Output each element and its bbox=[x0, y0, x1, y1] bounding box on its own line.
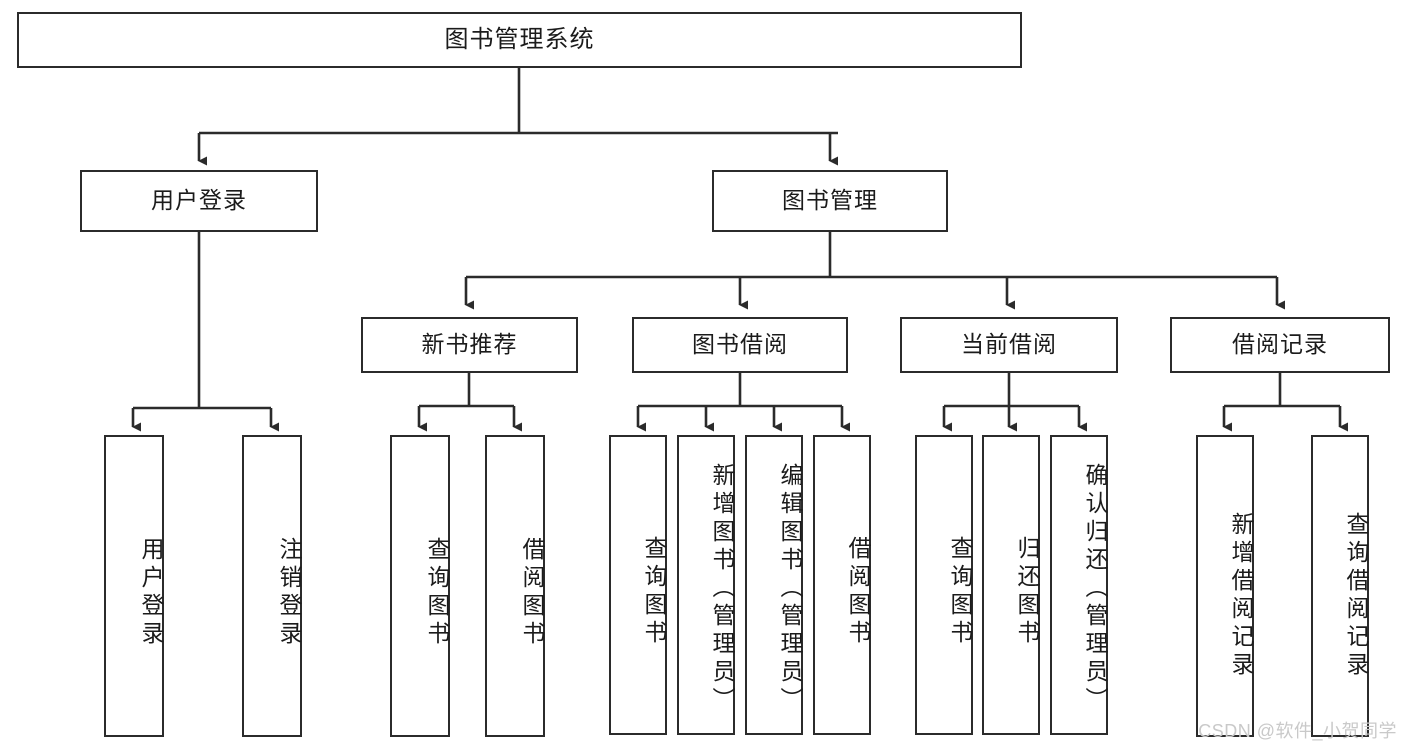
node-root[interactable]: 图书管理系统 bbox=[17, 12, 1022, 68]
leaf-confirm-return-label: 确认归还（管理员） bbox=[1082, 463, 1108, 715]
leaf-user-login-label: 用户登录 bbox=[138, 537, 164, 649]
node-new-book-recommend[interactable]: 新书推荐 bbox=[361, 317, 578, 373]
node-current-borrow-label: 当前借阅 bbox=[961, 331, 1057, 358]
leaf-edit-book[interactable]: 编辑图书（管理员） bbox=[745, 435, 803, 735]
leaf-query-book-2-label: 查询图书 bbox=[641, 536, 667, 648]
leaf-query-book-3-label: 查询图书 bbox=[947, 536, 973, 648]
node-new-book-recommend-label: 新书推荐 bbox=[421, 331, 518, 358]
leaf-logout-login-label: 注销登录 bbox=[276, 537, 302, 649]
leaf-query-record-label: 查询借阅记录 bbox=[1343, 512, 1369, 680]
leaf-confirm-return[interactable]: 确认归还（管理员） bbox=[1050, 435, 1108, 735]
node-borrow-record[interactable]: 借阅记录 bbox=[1170, 317, 1390, 373]
node-borrow-record-label: 借阅记录 bbox=[1232, 331, 1328, 358]
leaf-user-login[interactable]: 用户登录 bbox=[104, 435, 164, 737]
leaf-borrow-book-1-label: 借阅图书 bbox=[519, 537, 545, 649]
leaf-return-book-label: 归还图书 bbox=[1014, 536, 1040, 648]
leaf-borrow-book-2-label: 借阅图书 bbox=[845, 536, 871, 648]
leaf-borrow-book-1[interactable]: 借阅图书 bbox=[485, 435, 545, 737]
leaf-query-book-3[interactable]: 查询图书 bbox=[915, 435, 973, 735]
watermark: CSDN @软件_小贺同学 bbox=[1198, 721, 1397, 741]
leaf-query-book-2[interactable]: 查询图书 bbox=[609, 435, 667, 735]
node-user-login-label: 用户登录 bbox=[151, 187, 247, 214]
leaf-return-book[interactable]: 归还图书 bbox=[982, 435, 1040, 735]
leaf-add-book[interactable]: 新增图书（管理员） bbox=[677, 435, 735, 735]
leaf-query-book-1-label: 查询图书 bbox=[424, 537, 450, 649]
node-book-manage-label: 图书管理 bbox=[782, 187, 878, 214]
node-book-borrow[interactable]: 图书借阅 bbox=[632, 317, 848, 373]
leaf-logout-login[interactable]: 注销登录 bbox=[242, 435, 302, 737]
node-user-login[interactable]: 用户登录 bbox=[80, 170, 318, 232]
leaf-query-book-1[interactable]: 查询图书 bbox=[390, 435, 450, 737]
node-book-borrow-label: 图书借阅 bbox=[692, 331, 788, 358]
node-current-borrow[interactable]: 当前借阅 bbox=[900, 317, 1118, 373]
node-root-label: 图书管理系统 bbox=[444, 25, 595, 53]
leaf-query-record[interactable]: 查询借阅记录 bbox=[1311, 435, 1369, 737]
leaf-add-record[interactable]: 新增借阅记录 bbox=[1196, 435, 1254, 737]
leaf-edit-book-label: 编辑图书（管理员） bbox=[777, 463, 803, 715]
leaf-add-record-label: 新增借阅记录 bbox=[1228, 512, 1254, 680]
leaf-add-book-label: 新增图书（管理员） bbox=[709, 463, 735, 715]
node-book-manage[interactable]: 图书管理 bbox=[712, 170, 948, 232]
leaf-borrow-book-2[interactable]: 借阅图书 bbox=[813, 435, 871, 735]
